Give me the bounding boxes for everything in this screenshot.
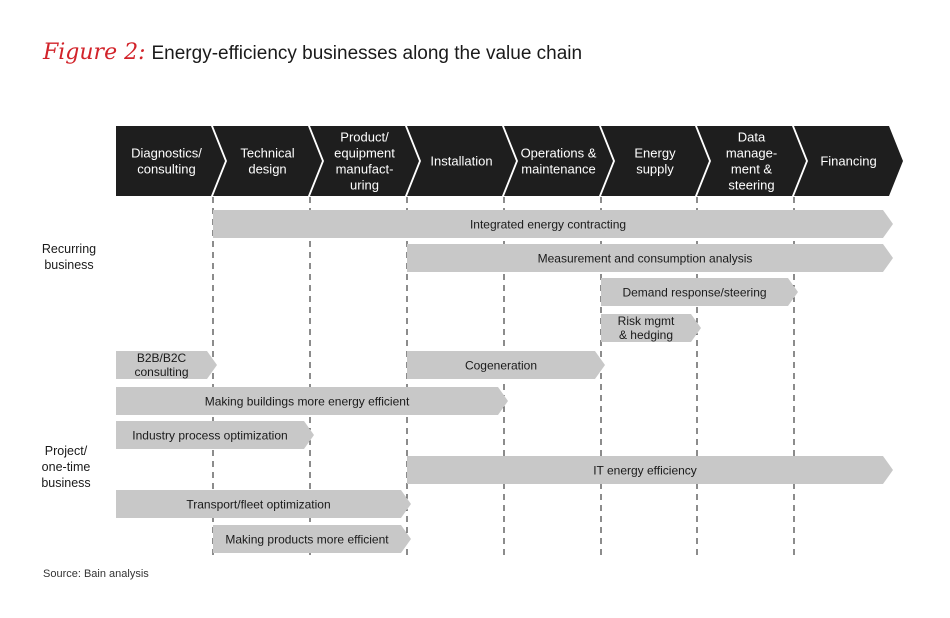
bar-industry-process-optimization: [116, 421, 314, 449]
source-note: Source: Bain analysis: [43, 568, 149, 580]
figure-title: Figure 2:Energy-efficiency businesses al…: [43, 40, 582, 65]
bar-label: Making buildings more energy efficient: [205, 395, 410, 409]
stage-chevron: [697, 126, 806, 196]
bar-demand-response-steering: [601, 278, 798, 306]
bar-label: IT energy efficiency: [593, 464, 697, 478]
bar-making-buildings-more-energy-efficient: [116, 387, 508, 415]
bar-making-products-more-efficient: [213, 525, 411, 553]
stage-label: Installation: [430, 154, 492, 169]
figure-label: Figure 2:: [43, 40, 146, 65]
business-bars: Integrated energy contractingMeasurement…: [116, 210, 893, 553]
stage-label: Financing: [820, 154, 876, 169]
stage-chevron: [504, 126, 613, 196]
stage-chevron: [794, 126, 903, 196]
stage-label: Operations &maintenance: [521, 146, 597, 177]
figure-heading: Energy-efficiency businesses along the v…: [151, 43, 583, 64]
bar-integrated-energy-contracting: [213, 210, 893, 238]
bar-measurement-and-consumption-analysis: [407, 244, 893, 272]
bar-label: Demand response/steering: [622, 286, 766, 300]
stage-chevron: [407, 126, 516, 196]
bar-label: Integrated energy contracting: [470, 218, 626, 232]
bar-label: Cogeneration: [465, 359, 537, 373]
bar-it-energy-efficiency: [407, 456, 893, 484]
bar-label: Transport/fleet optimization: [186, 498, 330, 512]
bar-b2b-b2c-consulting: [116, 351, 217, 379]
stage-chevron: [213, 126, 322, 196]
stage-chevron: [116, 126, 225, 196]
bar-label: Risk mgmt& hedging: [618, 314, 675, 342]
stage-chevron: [310, 126, 419, 196]
bar-label: Industry process optimization: [132, 429, 287, 443]
bar-label: Making products more efficient: [225, 533, 389, 547]
bar-label: Measurement and consumption analysis: [538, 252, 753, 266]
bar-risk-mgmt-hedging: [601, 314, 701, 342]
bar-cogeneration: [407, 351, 605, 379]
bar-transport-fleet-optimization: [116, 490, 411, 518]
stage-label: Diagnostics/consulting: [131, 146, 202, 177]
stage-chevron: [601, 126, 709, 196]
